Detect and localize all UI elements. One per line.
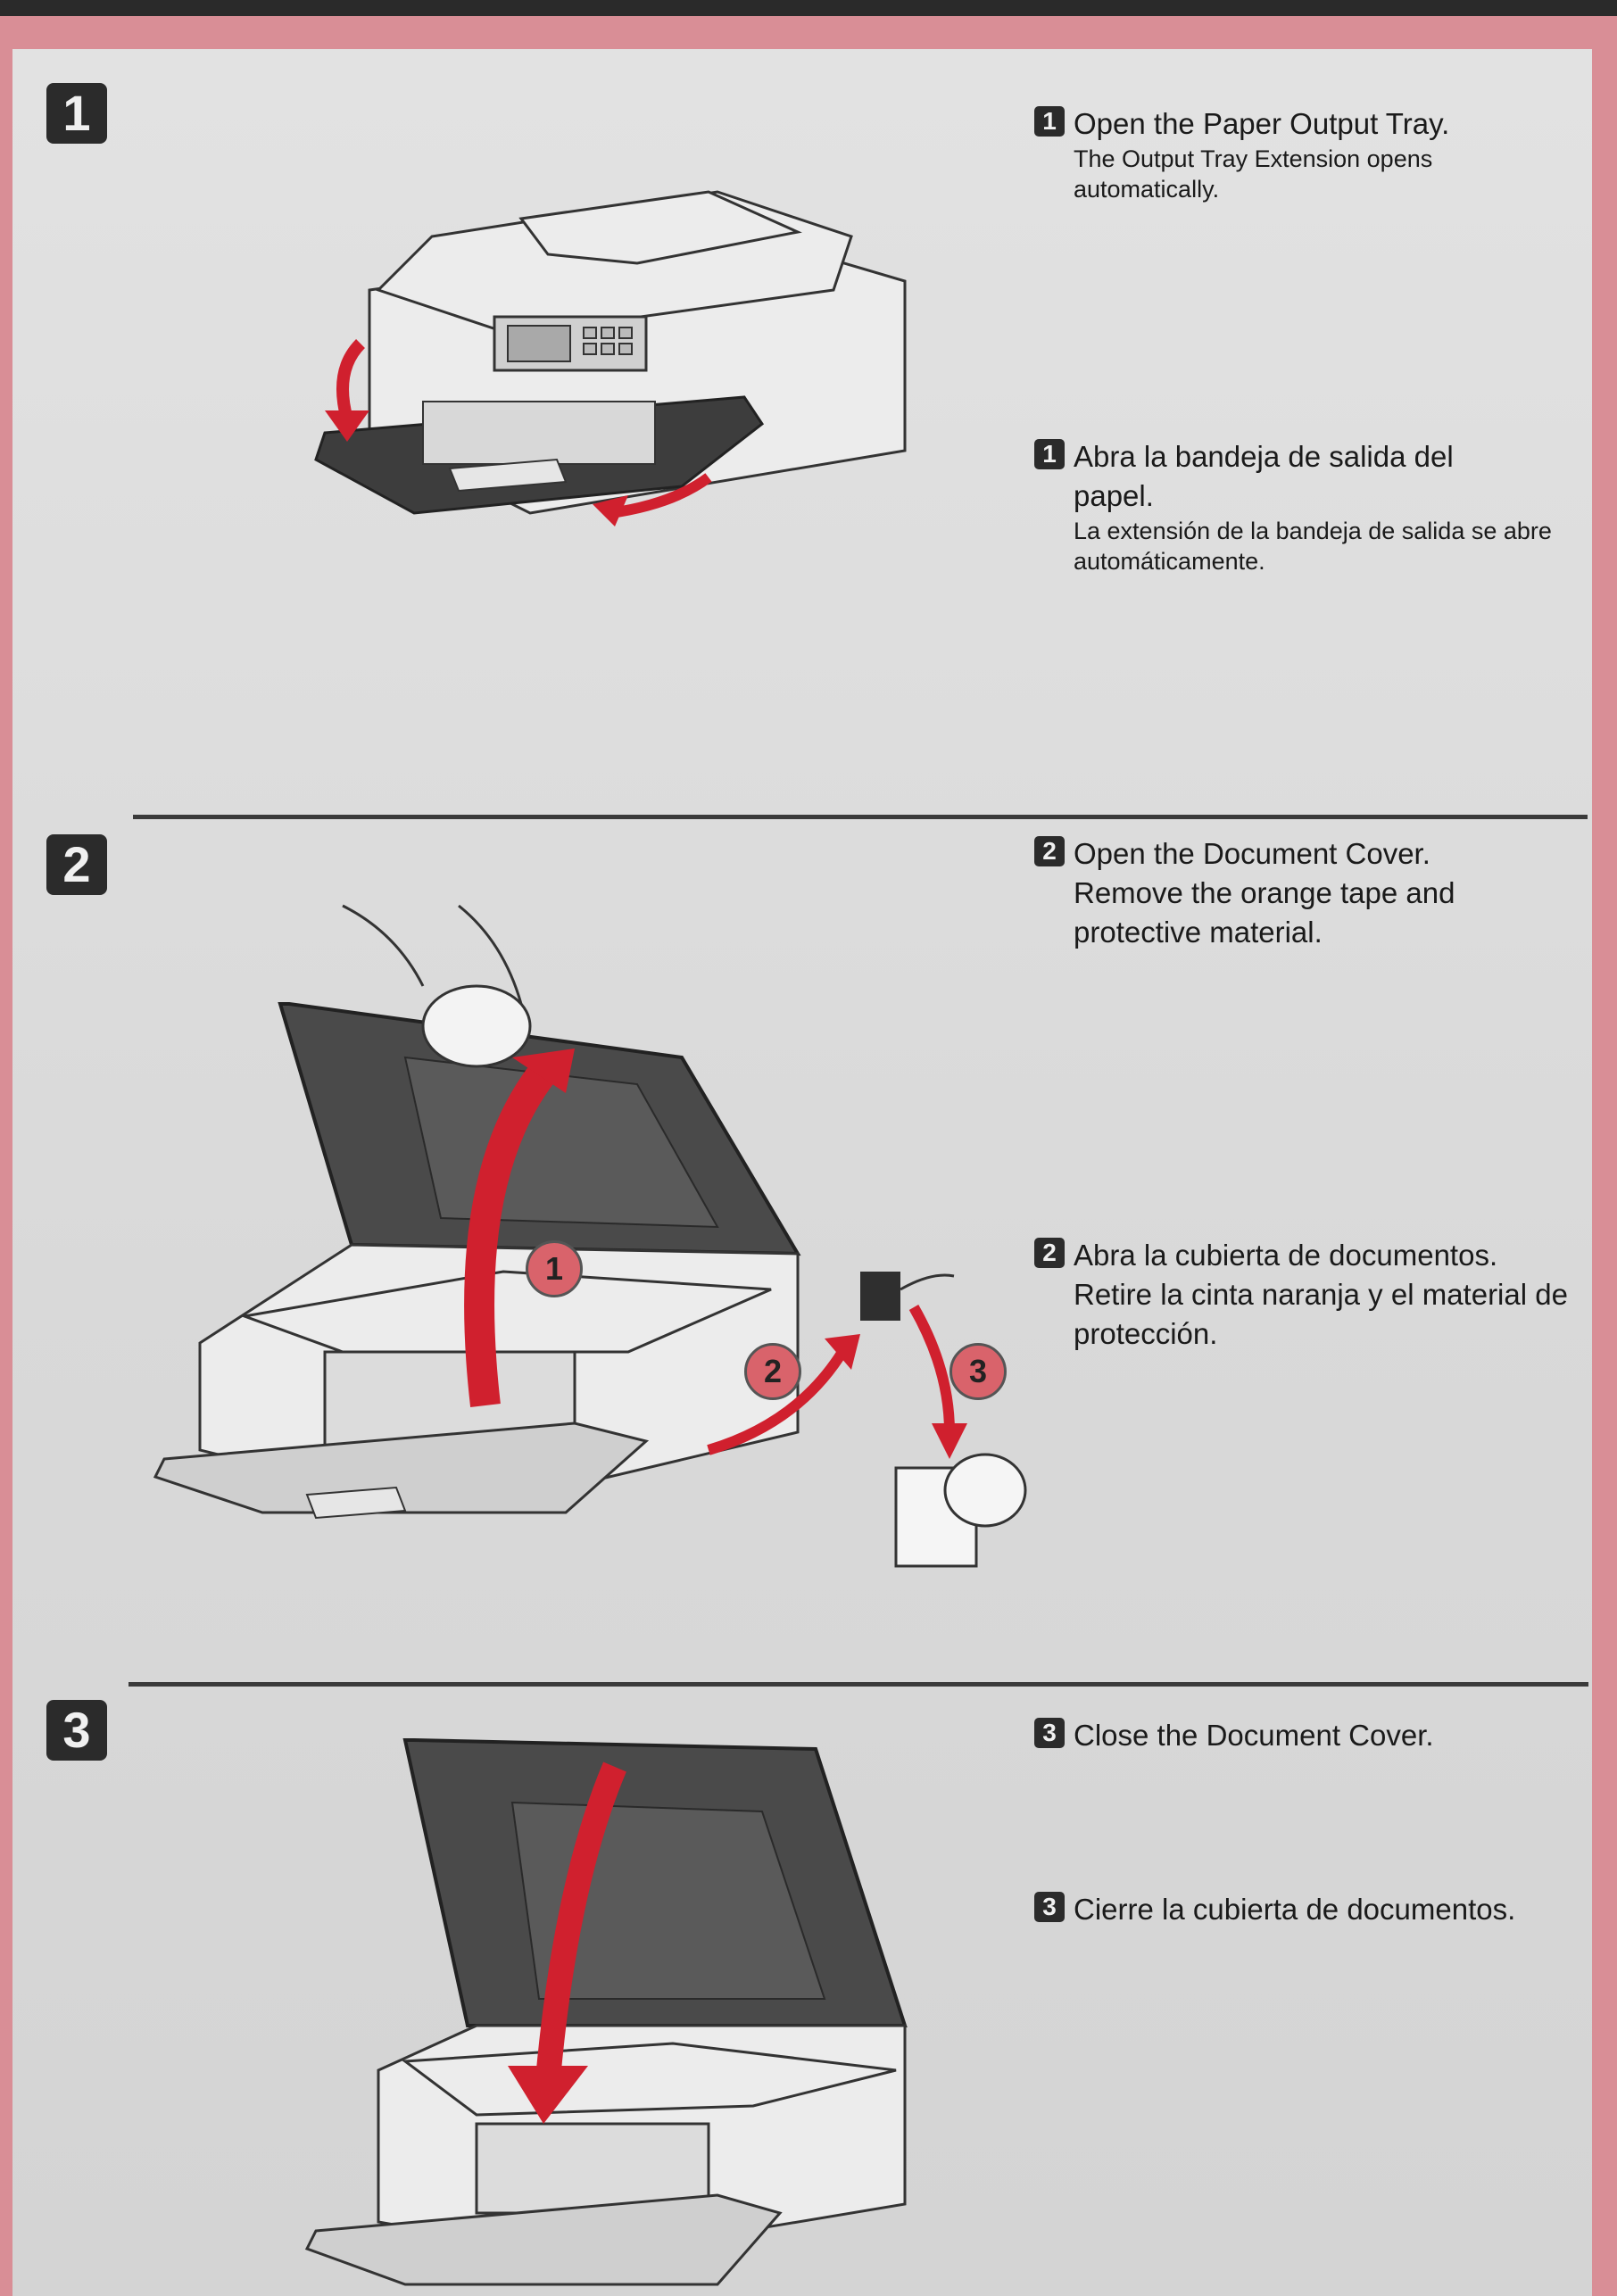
step-2-es-main: Abra la cubierta de documentos. Retire l… <box>1074 1239 1568 1350</box>
step-1-en-main: Open the Paper Output Tray. <box>1074 107 1450 140</box>
step-3-spanish-text: 3 Cierre la cubierta de documentos. <box>1034 1890 1588 1929</box>
step-1-en-sub: The Output Tray Extension opens automati… <box>1074 145 1433 203</box>
step-2-es-mini-badge: 2 <box>1034 1238 1065 1268</box>
step-1-es-mini-badge: 1 <box>1034 439 1065 469</box>
instruction-sheet: 1 1 Open the Paper Output Tray. The Outpu… <box>12 49 1592 2296</box>
step-2-badge: 2 <box>46 834 107 895</box>
printer-output-tray-illustration <box>314 190 907 526</box>
step-1-es-main: Abra la bandeja de salida del papel. <box>1074 440 1454 512</box>
step-1-mini-badge: 1 <box>1034 106 1065 137</box>
step-3-mini-badge: 3 <box>1034 1718 1065 1748</box>
step-3-es-main: Cierre la cubierta de documentos. <box>1074 1893 1516 1926</box>
step-1-es-sub: La extensión de la bandeja de salida se … <box>1074 518 1552 575</box>
step-1-2-divider <box>133 815 1588 819</box>
step-3-english-text: 3 Close the Document Cover. <box>1034 1716 1570 1755</box>
step-2-en-main: Open the Document Cover. Remove the oran… <box>1074 837 1455 949</box>
step-1-spanish-text: 1 Abra la bandeja de salida del papel. La… <box>1034 437 1579 576</box>
callout-1: 1 <box>526 1240 583 1297</box>
step-2-mini-badge: 2 <box>1034 836 1065 866</box>
step-2-english-text: 2 Open the Document Cover. Remove the ora… <box>1034 834 1534 952</box>
step-3-en-main: Close the Document Cover. <box>1074 1719 1434 1752</box>
callout-2: 2 <box>744 1343 801 1400</box>
printer-open-cover-illustration <box>153 904 1027 1568</box>
step-1-english-text: 1 Open the Paper Output Tray. The Output … <box>1034 104 1570 204</box>
step-2-spanish-text: 2 Abra la cubierta de documentos. Retire … <box>1034 1236 1588 1354</box>
photo-top-edge <box>0 0 1617 16</box>
callout-3: 3 <box>949 1343 1007 1400</box>
step-1-badge: 1 <box>46 83 107 144</box>
printer-close-cover-illustration <box>304 1738 908 2286</box>
step-3-es-mini-badge: 3 <box>1034 1892 1065 1922</box>
step-2-3-divider <box>129 1682 1588 1687</box>
step-3-badge: 3 <box>46 1700 107 1761</box>
